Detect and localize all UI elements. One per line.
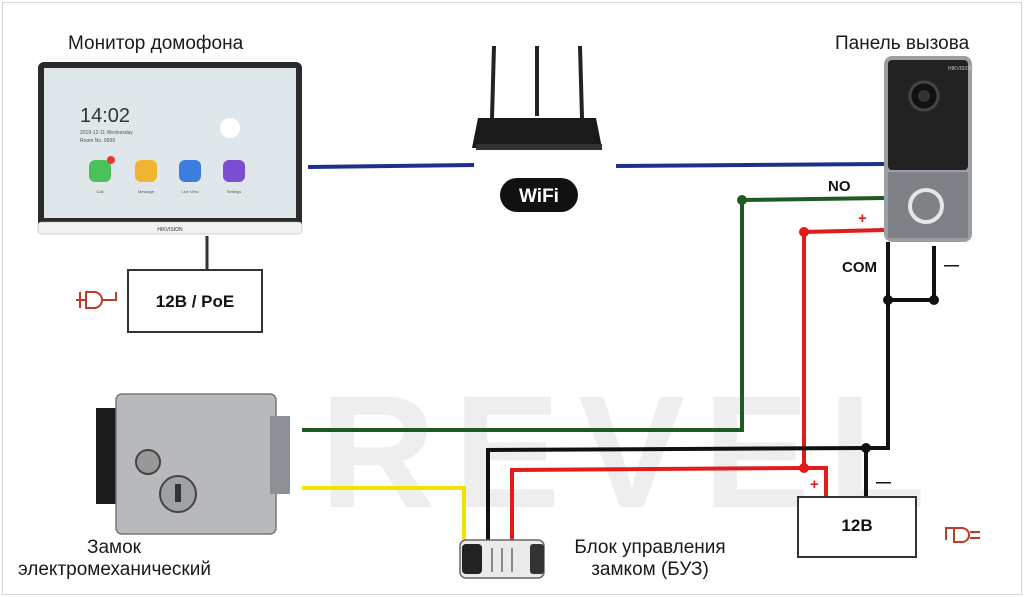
power-supply-top: 12В / PoE bbox=[127, 269, 263, 333]
power-supply-bottom: 12В bbox=[797, 496, 917, 558]
monitor-time: 14:02 bbox=[80, 105, 130, 127]
monitor-date: 2019-12-11 Wednesday bbox=[80, 130, 133, 136]
monitor-brand: HIKVISION bbox=[157, 227, 183, 233]
call-panel-label: Панель вызова bbox=[835, 33, 970, 54]
terminal-plus-panel-label: + bbox=[858, 210, 867, 227]
plug-icon bbox=[76, 291, 117, 309]
notification-badge-icon bbox=[107, 156, 115, 164]
wire-no-green bbox=[302, 196, 885, 432]
electromechanical-lock bbox=[96, 393, 290, 535]
wifi-logo: WiFi bbox=[500, 178, 578, 212]
lan-cable-right bbox=[615, 162, 885, 168]
power-top-label: 12В / PoE bbox=[156, 292, 234, 311]
terminal-minus-panel-label: — bbox=[944, 257, 959, 274]
intercom-monitor: 14:02 2019-12-11 Wednesday Room No. 9999… bbox=[37, 62, 303, 270]
live-view-app-icon bbox=[179, 160, 201, 182]
wifi-logo-text: WiFi bbox=[519, 186, 559, 207]
app-label-settings: Settings bbox=[227, 189, 241, 194]
terminal-no-label: NO bbox=[828, 178, 851, 195]
app-label-message: Message bbox=[138, 189, 155, 194]
buz-label-line1: Блок управления bbox=[574, 537, 726, 558]
plug-icon-right bbox=[945, 527, 980, 543]
lock-control-unit bbox=[459, 539, 545, 579]
app-label-call: Call bbox=[97, 189, 104, 194]
settings-app-icon bbox=[223, 160, 245, 182]
lock-cylinder-top-icon bbox=[135, 449, 161, 475]
call-app-icon bbox=[89, 160, 111, 182]
buz-label-line2: замком (БУЗ) bbox=[591, 559, 709, 580]
power-bottom-label: 12В bbox=[841, 516, 872, 535]
lan-cable-left bbox=[307, 163, 475, 169]
monitor-room: Room No. 9999 bbox=[80, 138, 115, 144]
wire-lock-yellow bbox=[302, 486, 466, 540]
lock-label-line2: электромеханический bbox=[18, 559, 211, 580]
terminal-plus-psu-label: + bbox=[810, 476, 819, 493]
wifi-router bbox=[472, 45, 602, 150]
call-panel: HIKVISION bbox=[884, 56, 974, 242]
message-app-icon bbox=[135, 160, 157, 182]
call-button-icon bbox=[908, 188, 944, 224]
monitor-label: Монитор домофона bbox=[68, 33, 244, 54]
call-panel-brand: HIKVISION bbox=[948, 66, 974, 72]
wire-minus-black bbox=[864, 300, 890, 497]
app-label-live-view: Live View bbox=[181, 189, 198, 194]
terminal-com-label: COM bbox=[842, 259, 877, 276]
wire-buz-red bbox=[510, 466, 805, 540]
terminal-minus-psu-label: — bbox=[876, 474, 891, 491]
wire-buz-black bbox=[486, 446, 867, 540]
lock-label-line1: Замок bbox=[87, 537, 141, 558]
monitor-bell-icon bbox=[220, 118, 240, 138]
